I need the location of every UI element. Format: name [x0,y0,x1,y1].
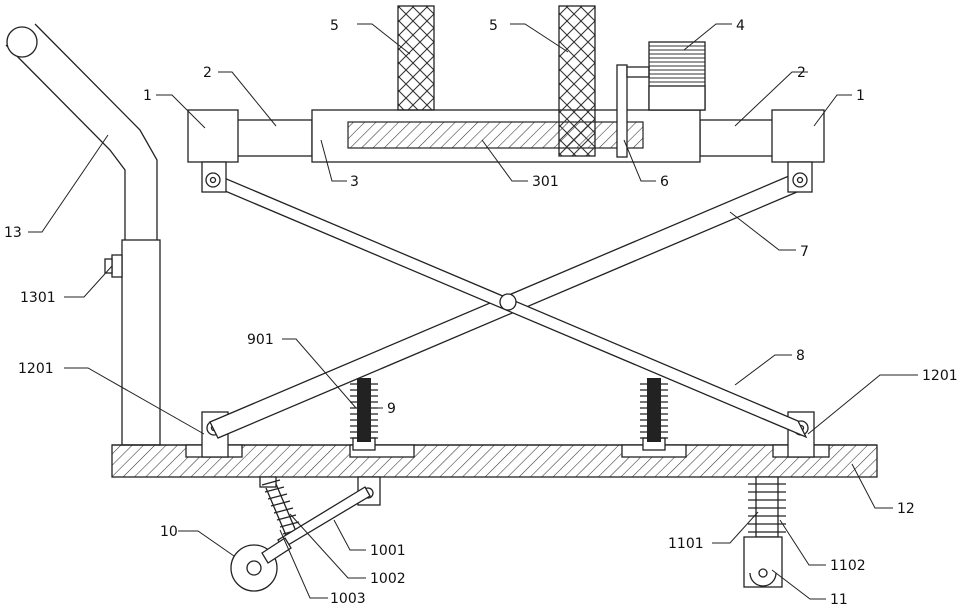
scissor-pivot [500,294,516,310]
label-1003: 1003 [330,591,366,607]
label-1-right: 1 [856,88,865,104]
label-9: 9 [387,401,396,417]
handle [6,24,160,445]
label-1301: 1301 [20,290,56,306]
slide-rod-right [700,120,774,156]
label-2-right: 2 [797,65,806,81]
frame-block-right [772,110,824,162]
spring-column-left [350,378,414,457]
label-1101: 1101 [668,536,704,552]
label-8: 8 [796,348,805,364]
top-hinge-right [788,162,812,192]
handle-knob [105,255,122,277]
label-1201-right: 1201 [922,368,958,384]
label-12: 12 [897,501,915,517]
label-3: 3 [350,174,359,190]
wheel-front [231,538,291,591]
slide-rod-left [236,120,312,156]
spring-column-right [622,378,686,457]
label-5-left: 5 [330,18,339,34]
label-7: 7 [800,244,809,260]
label-1001: 1001 [370,543,406,559]
top-hinge-left [202,162,226,192]
label-1102: 1102 [830,558,866,574]
label-2-left: 2 [203,65,212,81]
label-13: 13 [4,225,22,241]
label-4: 4 [736,18,745,34]
label-1-left: 1 [143,88,152,104]
clamp-post-right [559,6,595,156]
label-1201-left: 1201 [18,361,54,377]
motor [649,42,705,110]
label-10: 10 [160,524,178,540]
label-301: 301 [532,174,559,190]
clamp-post-left [398,6,434,110]
label-5-right: 5 [489,18,498,34]
slot [348,122,643,148]
label-901: 901 [247,332,274,348]
wheel-support-rod [278,477,380,548]
label-1002: 1002 [370,571,406,587]
label-6: 6 [660,174,669,190]
wheel-rear [744,537,782,587]
label-11: 11 [830,592,848,608]
wheel-rear-spring [748,477,786,537]
